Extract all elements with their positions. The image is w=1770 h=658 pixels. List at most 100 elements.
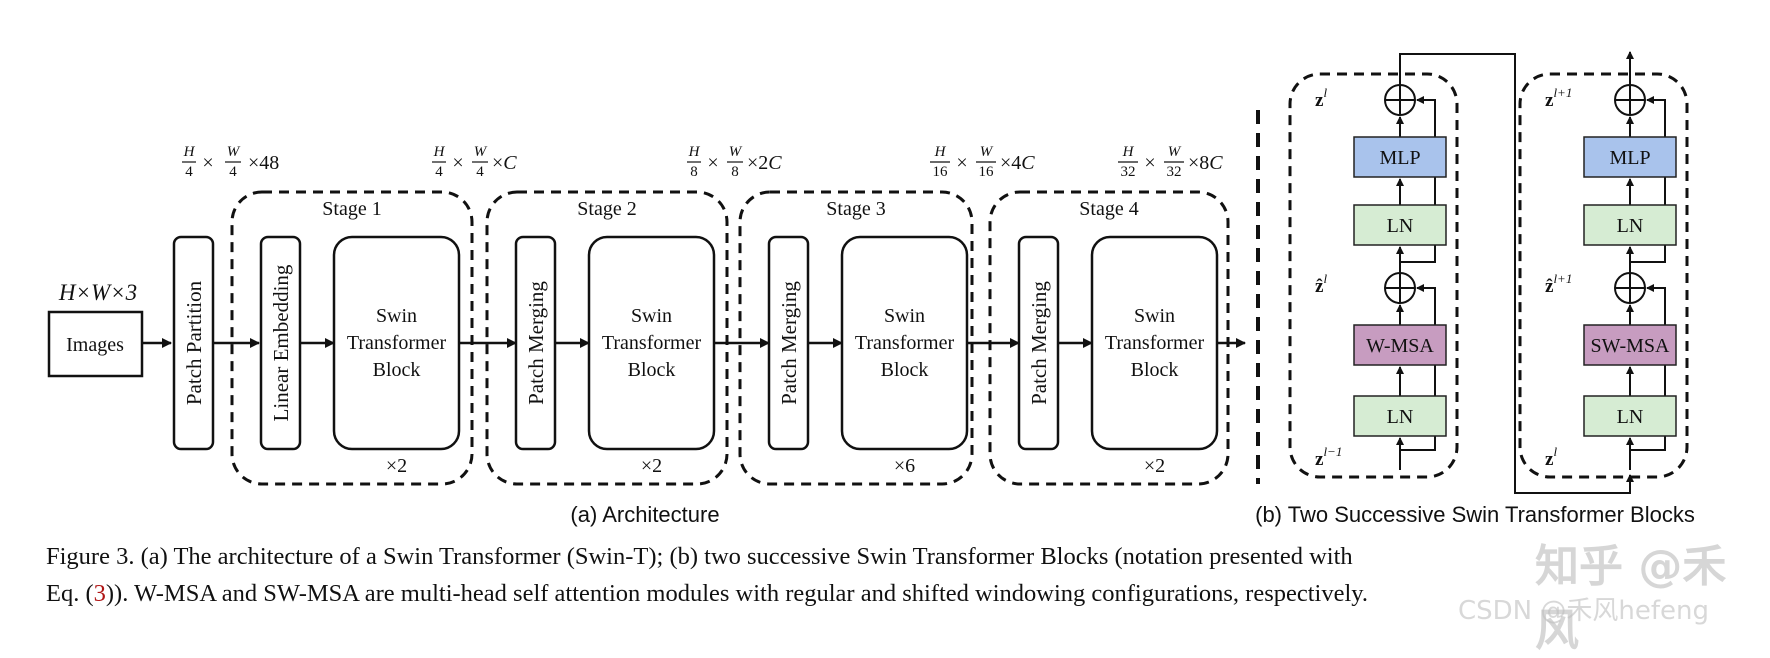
block-link-line (1399, 53, 1634, 494)
dim-w-den: 4 (476, 164, 484, 180)
attn-box (1353, 324, 1447, 366)
panel-a-label: (a) Architecture (570, 502, 719, 527)
ln-top-box (1353, 204, 1447, 246)
swin-block-line-2: Transformer (1105, 332, 1205, 354)
mlp-box (1353, 136, 1447, 178)
svg-text:W: W (227, 144, 241, 160)
dim-w: W (980, 144, 994, 160)
panel-b-label: (b) Two Successive Swin Transformer Bloc… (1255, 502, 1695, 527)
stage-first-block-label: Patch Merging (524, 281, 548, 405)
ln-bottom-box-label: LN (1387, 406, 1414, 428)
z-hat-label: ẑl+1 (1545, 271, 1572, 297)
block-container (1288, 72, 1459, 479)
ln-top-box (1583, 204, 1677, 246)
dim-w-den: 8 (731, 164, 739, 180)
times-sign: × (452, 152, 463, 174)
swin-block-line-1: Swin (376, 305, 417, 327)
swin-block-line-2: Transformer (602, 332, 702, 354)
attn-box-label: W-MSA (1366, 335, 1434, 357)
caption-line-2-rest: )). W-MSA and SW-MSA are multi-head self… (105, 580, 1369, 607)
dim-w: W (729, 144, 743, 160)
caption-line-2: Eq. (3)). W-MSA and SW-MSA are multi-hea… (46, 575, 1706, 612)
dim-channels: ×4C (1000, 152, 1035, 174)
stage-dims-label: H 8 × W 8 ×2C (687, 144, 782, 180)
stage-title: Stage 3 (826, 198, 885, 220)
dim-h-den: 16 (933, 164, 949, 180)
swin-block-line-3: Block (373, 359, 421, 381)
ln-top-box-label: LN (1617, 215, 1644, 237)
caption-eq-prefix: Eq. ( (46, 580, 94, 607)
dim-w: W (474, 144, 488, 160)
residual-skip-upper (1630, 96, 1666, 263)
stages-group: Stage 1 Linear Embedding SwinTransformerBl… (230, 144, 1246, 486)
dim-h-den: 8 (690, 164, 698, 180)
patch-partition-label: Patch Partition (182, 280, 206, 405)
stage-4: Stage 4 Patch Merging SwinTransformerBlock… (988, 144, 1246, 486)
stage-first-block-label: Linear Embedding (269, 264, 293, 421)
dim-w-den: 16 (979, 164, 995, 180)
block-container (1518, 72, 1689, 479)
svg-text:×48: ×48 (248, 152, 279, 174)
svg-text:H: H (183, 144, 196, 160)
svg-text:×: × (202, 152, 213, 174)
ln-top-box-label: LN (1387, 215, 1414, 237)
dim-h: H (688, 144, 701, 160)
dim-channels: ×2C (747, 152, 782, 174)
swin-block-line-3: Block (881, 359, 929, 381)
mlp-box-label: MLP (1379, 147, 1420, 169)
images-box (47, 310, 144, 378)
stage-first-block-label: Patch Merging (777, 281, 801, 405)
stage-repeat: ×6 (894, 455, 915, 477)
stage-dims-label: H32×W32×8C (1118, 144, 1223, 180)
stage-container (230, 190, 474, 486)
dims-after-partition: H 4 × W 4 ×48 (182, 144, 279, 180)
z-label: zl (1545, 444, 1557, 470)
images-label: Images (66, 334, 124, 356)
z-label: zl+1 (1545, 85, 1572, 111)
ln-bottom-box-label: LN (1617, 406, 1644, 428)
stage-dims-label: H4×W4×C (432, 144, 517, 180)
dim-h-den: 4 (435, 164, 443, 180)
stage-container (485, 190, 729, 486)
caption-line-1: Figure 3. (a) The architecture of a Swin… (46, 543, 1353, 570)
times-sign: × (956, 152, 967, 174)
stage-title: Stage 1 (322, 198, 381, 220)
swin-block-line-1: Swin (1134, 305, 1175, 327)
ln-bottom-box (1353, 395, 1447, 437)
stage-1: Stage 1 Linear Embedding SwinTransformerBl… (230, 144, 517, 486)
mlp-box (1583, 136, 1677, 178)
stage-title: Stage 2 (577, 198, 636, 220)
z-label: zl−1 (1315, 444, 1342, 470)
residual-skip-upper (1400, 96, 1436, 263)
stage-repeat: ×2 (1144, 455, 1165, 477)
stage-title: Stage 4 (1079, 198, 1138, 220)
stage-first-block-label: Patch Merging (1027, 281, 1051, 405)
swin-block-line-3: Block (1131, 359, 1179, 381)
z-hat-label: ẑl (1315, 271, 1327, 297)
times-sign: × (1144, 152, 1155, 174)
stage-repeat: ×2 (386, 455, 407, 477)
swin-block-line-1: Swin (631, 305, 672, 327)
input-dims-label: H×W×3 (58, 280, 137, 305)
swin-block-line-2: Transformer (855, 332, 955, 354)
swin-architecture-figure: H×W×3 Images Patch Partition H 4 × W 4 ×… (47, 51, 1695, 527)
stage-container (738, 190, 974, 486)
caption-eq-ref[interactable]: 3 (93, 580, 106, 607)
stage-dims-label: H 16 × W 16 ×4C (930, 144, 1035, 180)
swin-block-line-2: Transformer (347, 332, 447, 354)
svg-text:4: 4 (185, 164, 193, 180)
figure-caption: Figure 3. (a) The architecture of a Swin… (46, 538, 1706, 612)
dim-w: W (1168, 144, 1182, 160)
attn-box-label: SW-MSA (1591, 335, 1670, 357)
dim-h: H (433, 144, 446, 160)
swin-blocks-group: MLPLNW-MSALNzlẑlzl−1MLPLNSW-MSALNzl+1ẑl+… (1288, 51, 1689, 494)
times-sign: × (707, 152, 718, 174)
svg-text:4: 4 (229, 164, 237, 180)
csdn-watermark: CSDN @禾风hefeng (1458, 596, 1709, 626)
residual-skip-lower (1630, 284, 1666, 451)
dim-h: H (934, 144, 947, 160)
ln-bottom-box (1583, 395, 1677, 437)
